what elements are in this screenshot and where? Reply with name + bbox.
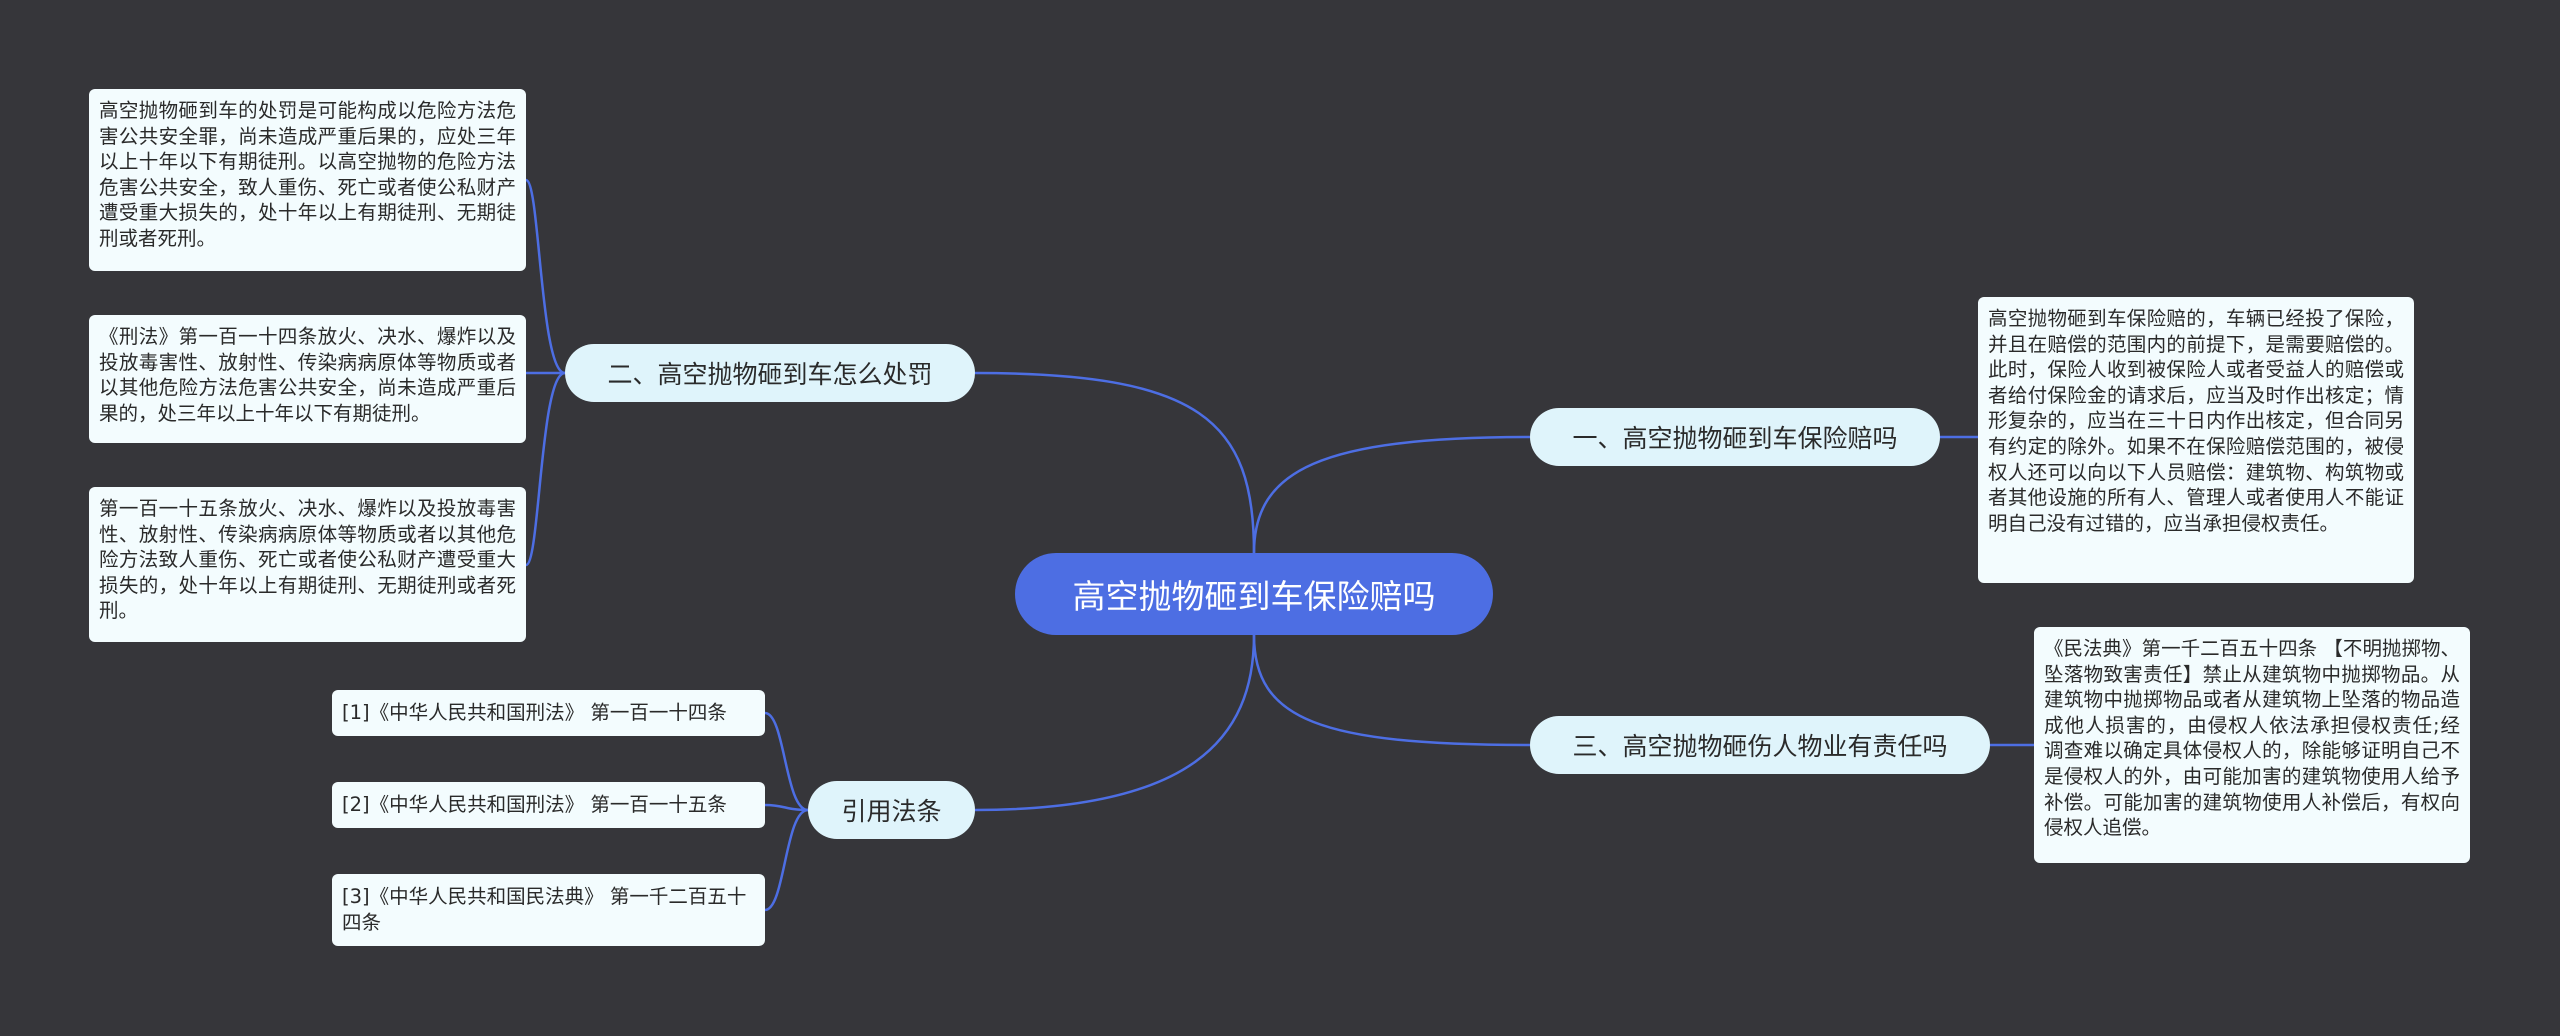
branch-label: 三、高空抛物砸伤人物业有责任吗 [1572, 732, 1948, 761]
branch-label: 二、高空抛物砸到车怎么处罚 [607, 360, 933, 389]
ref-text: [3]《中华人民共和国民法典》 第一千二百五十四条 [342, 885, 747, 934]
connector-branch-4-ref-1 [764, 711, 809, 812]
connector-branch-2-detail-3 [524, 371, 566, 567]
detail-text: 高空抛物砸到车的处罚是可能构成以危险方法危害公共安全罪，尚未造成严重后果的，应处… [99, 99, 516, 250]
detail-insurance-claim: 高空抛物砸到车保险赔的，车辆已经投了保险，并且在赔偿的范围内的前提下，是需要赔偿… [1978, 297, 2414, 583]
root-label: 高空抛物砸到车保险赔吗 [1072, 577, 1436, 616]
ref-item-2[interactable]: [2]《中华人民共和国刑法》 第一百一十五条 [332, 782, 765, 828]
detail-text: 高空抛物砸到车保险赔的，车辆已经投了保险，并且在赔偿的范围内的前提下，是需要赔偿… [1988, 307, 2404, 535]
connector-branch-4-ref-2 [764, 803, 809, 812]
root-node[interactable]: 高空抛物砸到车保险赔吗 [1015, 553, 1493, 635]
branch-insurance-claim[interactable]: 一、高空抛物砸到车保险赔吗 [1530, 408, 1940, 466]
ref-item-3[interactable]: [3]《中华人民共和国民法典》 第一千二百五十四条 [332, 874, 765, 946]
ref-text: [1]《中华人民共和国刑法》 第一百一十四条 [342, 701, 727, 725]
connector-root-branch-2 [974, 371, 1256, 554]
detail-text: 《刑法》第一百一十四条放火、决水、爆炸以及投放毒害性、放射性、传染病病原体等物质… [99, 325, 516, 425]
connector-root-branch-3 [1252, 634, 1531, 747]
ref-item-1[interactable]: [1]《中华人民共和国刑法》 第一百一十四条 [332, 690, 765, 736]
detail-penalty-3: 第一百一十五条放火、决水、爆炸以及投放毒害性、放射性、传染病病原体等物质或者以其… [89, 487, 526, 642]
branch-label: 一、高空抛物砸到车保险赔吗 [1572, 424, 1898, 453]
detail-text: 第一百一十五条放火、决水、爆炸以及投放毒害性、放射性、传染病病原体等物质或者以其… [99, 497, 516, 623]
connector-branch-4-ref-3 [764, 808, 809, 912]
connector-root-branch-1 [1252, 435, 1531, 554]
detail-property-liability: 《民法典》第一千二百五十四条 【不明抛掷物、坠落物致害责任】禁止从建筑物中抛掷物… [2034, 627, 2470, 863]
connector-root-branch-4 [974, 634, 1256, 812]
detail-penalty-1: 高空抛物砸到车的处罚是可能构成以危险方法危害公共安全罪，尚未造成严重后果的，应处… [89, 89, 526, 271]
branch-label: 引用法条 [841, 797, 942, 826]
detail-penalty-2: 《刑法》第一百一十四条放火、决水、爆炸以及投放毒害性、放射性、传染病病原体等物质… [89, 315, 526, 443]
branch-penalty[interactable]: 二、高空抛物砸到车怎么处罚 [565, 344, 975, 402]
connector-branch-2-detail-1 [524, 178, 566, 375]
branch-property-liability[interactable]: 三、高空抛物砸伤人物业有责任吗 [1530, 716, 1990, 774]
ref-text: [2]《中华人民共和国刑法》 第一百一十五条 [342, 793, 727, 817]
detail-text: 《民法典》第一千二百五十四条 【不明抛掷物、坠落物致害责任】禁止从建筑物中抛掷物… [2044, 637, 2460, 840]
branch-cited-laws[interactable]: 引用法条 [808, 781, 975, 839]
